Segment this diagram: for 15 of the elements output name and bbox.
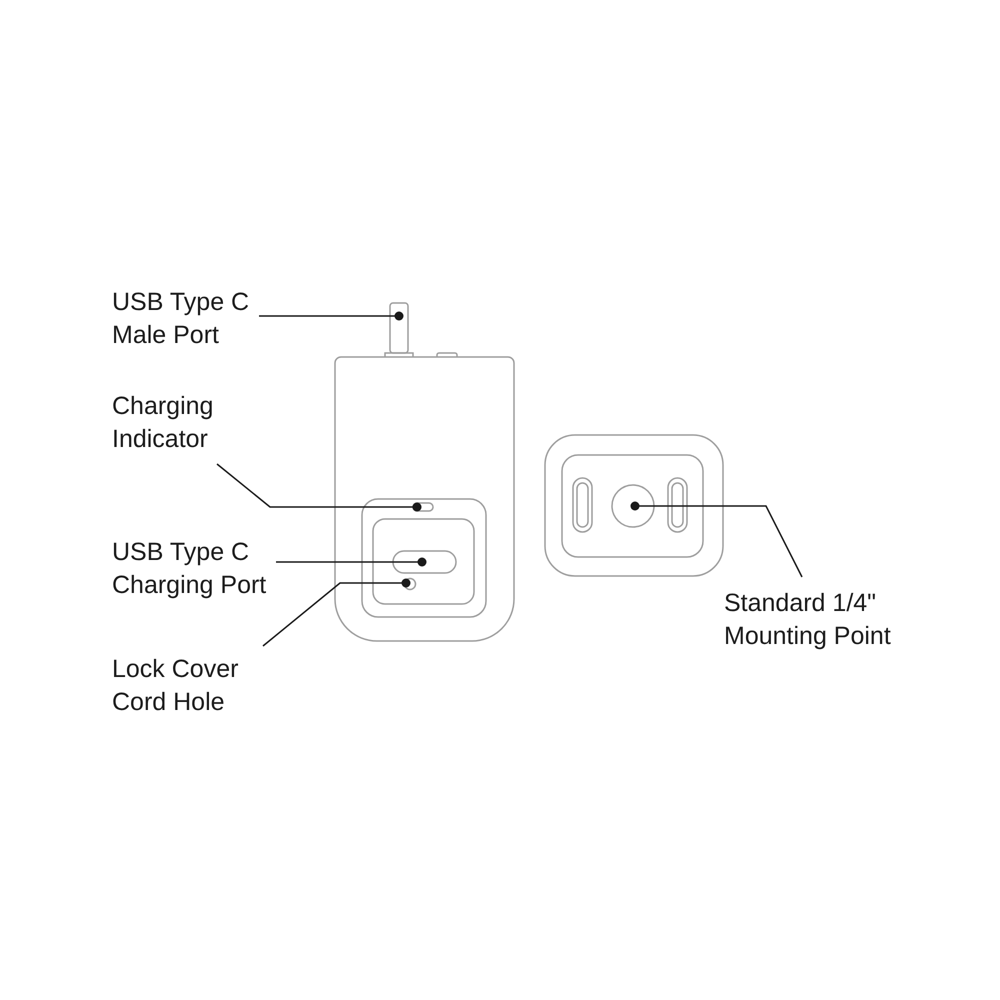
leader-line (216, 463, 422, 512)
callout-label: Charging Indicator (112, 390, 215, 456)
mounting-socket (611, 484, 655, 528)
leader-line (630, 502, 803, 578)
leader-line (259, 312, 404, 320)
leader-line (262, 578, 410, 647)
callout-label: Standard 1/4" Mounting Point (724, 587, 892, 653)
indicator-light (412, 502, 434, 512)
cord-hole (404, 578, 416, 590)
leader-line (276, 558, 426, 566)
usb-c-plug (389, 302, 409, 354)
callout-label: Lock Cover Cord Hole (112, 653, 240, 719)
callout-label: USB Type C Male Port (112, 286, 251, 352)
callout-label: USB Type C Charging Port (112, 536, 268, 602)
usb-c-port (392, 550, 457, 574)
